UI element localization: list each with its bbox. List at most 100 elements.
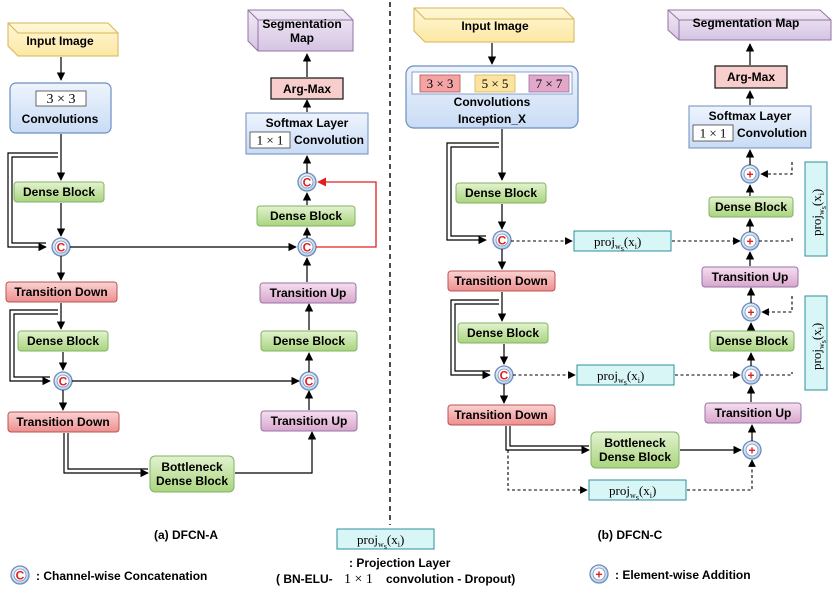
- legend-proj-desc-b: convolution - Dropout): [386, 572, 515, 586]
- left-dense-block-3: Dense Block: [256, 205, 356, 227]
- left-argmax-label: Arg-Max: [283, 82, 331, 96]
- svg-text:Dense Block: Dense Block: [465, 186, 537, 200]
- left-concat-5: C: [297, 172, 317, 192]
- left-conv-kernel: 3 × 3: [47, 92, 76, 107]
- right-concat-1: C: [492, 230, 512, 250]
- legend-concat-label: : Channel-wise Concatenation: [36, 569, 207, 583]
- left-one-by-one: 1 × 1: [257, 133, 284, 148]
- svg-text:projws(xi): projws(xi): [809, 189, 828, 236]
- left-transition-up-1: Transition Up: [259, 282, 357, 304]
- right-dense-block-4: Dense Block: [709, 330, 795, 352]
- legend-addition: + : Element-wise Addition: [589, 564, 751, 584]
- legend-proj-box: [336, 528, 435, 550]
- left-concat-4: C: [297, 237, 317, 257]
- right-add-4: +: [740, 231, 760, 251]
- left-conv-label: Convolutions: [22, 112, 99, 126]
- svg-text:projws(xi): projws(xi): [597, 368, 644, 387]
- right-kernel-3: 3 × 3: [427, 76, 454, 91]
- left-dense-2-label: Dense Block: [27, 334, 99, 348]
- left-input-label: Input Image: [26, 34, 94, 48]
- left-seg-label-2: Map: [290, 31, 314, 45]
- left-seg-label-1: Segmentation: [262, 17, 341, 31]
- right-bottleneck: Bottleneck Dense Block: [590, 431, 680, 469]
- left-dense-1-label: Dense Block: [23, 185, 95, 199]
- svg-text:C: C: [500, 369, 509, 383]
- legend-proj-title: : Projection Layer: [349, 556, 451, 570]
- svg-text:C: C: [59, 375, 68, 389]
- right-transition-up-2: Transition Up: [704, 402, 802, 424]
- right-add-1: +: [742, 440, 762, 460]
- svg-text:C: C: [498, 234, 507, 248]
- svg-text:Arg-Max: Arg-Max: [727, 70, 775, 84]
- left-segmentation-map: Segmentation Map: [247, 9, 354, 52]
- svg-text:1 × 1: 1 × 1: [700, 126, 727, 141]
- svg-text:C: C: [303, 176, 312, 190]
- right-transition-up-1: Transition Up: [701, 266, 799, 288]
- left-conv-block: 3 × 3 Convolutions: [9, 82, 112, 134]
- svg-text:+: +: [747, 369, 754, 383]
- svg-text:Transition Up: Transition Up: [715, 406, 792, 420]
- legend-proj-desc-a: ( BN-ELU-: [276, 572, 333, 586]
- svg-text:Convolution: Convolution: [737, 126, 807, 140]
- right-kernel-5: 5 × 5: [482, 76, 509, 91]
- right-proj-vertical-1: projws(xi): [804, 161, 828, 257]
- left-concat-3: C: [299, 371, 319, 391]
- legend-concat: C : Channel-wise Concatenation: [10, 565, 207, 585]
- right-input-image: Input Image: [413, 7, 575, 43]
- right-proj-vertical-2: projws(xi): [804, 295, 828, 391]
- left-bottleneck: Bottleneck Dense Block: [149, 455, 235, 493]
- right-softmax-block: Softmax Layer 1 × 1 Convolution: [688, 105, 812, 149]
- left-transition-up-2: Transition Up: [260, 410, 358, 432]
- svg-text:Dense Block: Dense Block: [273, 334, 345, 348]
- right-add-2: +: [741, 365, 761, 385]
- legend: C : Channel-wise Concatenation projws(xi…: [10, 528, 751, 587]
- right-seg-label: Segmentation Map: [693, 16, 800, 30]
- right-inception-label: Inception_X: [458, 112, 526, 126]
- caption-right: (b) DFCN-C: [598, 528, 663, 542]
- svg-text:C: C: [305, 375, 314, 389]
- left-transition-down-1: Transition Down: [5, 281, 118, 303]
- right-segmentation-map: Segmentation Map: [667, 9, 832, 41]
- right-transition-down-2: Transition Down: [447, 404, 556, 426]
- svg-text:Dense Block: Dense Block: [715, 200, 787, 214]
- left-transition-down-2: Transition Down: [7, 411, 120, 433]
- svg-text:Transition Up: Transition Up: [712, 270, 789, 284]
- left-td-2-label: Transition Down: [16, 415, 109, 429]
- svg-text:Dense Block: Dense Block: [599, 450, 671, 464]
- svg-text:Transition Down: Transition Down: [454, 408, 547, 422]
- right-transition-down-1: Transition Down: [447, 270, 556, 292]
- svg-text:Bottleneck: Bottleneck: [604, 436, 666, 450]
- legend-add-icon: +: [595, 568, 602, 582]
- right-argmax: Arg-Max: [714, 65, 788, 89]
- left-input-image: Input Image: [7, 22, 119, 57]
- svg-text:projws(xi): projws(xi): [609, 483, 656, 502]
- left-softmax-block: Softmax Layer 1 × 1 Convolution: [245, 112, 369, 155]
- right-proj-1: projws(xi): [573, 230, 672, 253]
- right-dense-block-2: Dense Block: [457, 322, 549, 344]
- legend-projection: projws(xi) : Projection Layer ( BN-ELU- …: [276, 528, 515, 587]
- right-conv-label: Convolutions: [454, 95, 531, 109]
- svg-text:+: +: [746, 235, 753, 249]
- caption-left: (a) DFCN-A: [154, 528, 218, 542]
- panel-dfcn-a: Input Image 3 × 3 Convolutions Dense Blo…: [5, 9, 377, 493]
- left-td-1-label: Transition Down: [14, 285, 107, 299]
- right-add-5: +: [740, 164, 760, 184]
- left-convolution-label: Convolution: [294, 133, 364, 147]
- left-softmax-label: Softmax Layer: [266, 116, 349, 130]
- svg-text:+: +: [747, 306, 754, 320]
- left-concat-2: C: [53, 371, 73, 391]
- left-dense-block-1: Dense Block: [13, 181, 105, 203]
- right-concat-2: C: [494, 365, 514, 385]
- left-concat-1: C: [51, 237, 71, 257]
- svg-text:Dense Block: Dense Block: [716, 334, 788, 348]
- left-bottleneck-label-1: Bottleneck: [161, 460, 223, 474]
- svg-text:Softmax Layer: Softmax Layer: [709, 109, 792, 123]
- svg-text:C: C: [303, 241, 312, 255]
- right-proj-3: projws(xi): [588, 479, 687, 502]
- left-argmax: Arg-Max: [270, 77, 344, 100]
- right-input-label: Input Image: [461, 19, 529, 33]
- svg-text:projws(xi): projws(xi): [357, 532, 404, 551]
- svg-text:projws(xi): projws(xi): [594, 234, 641, 253]
- left-dense-block-2: Dense Block: [17, 330, 109, 352]
